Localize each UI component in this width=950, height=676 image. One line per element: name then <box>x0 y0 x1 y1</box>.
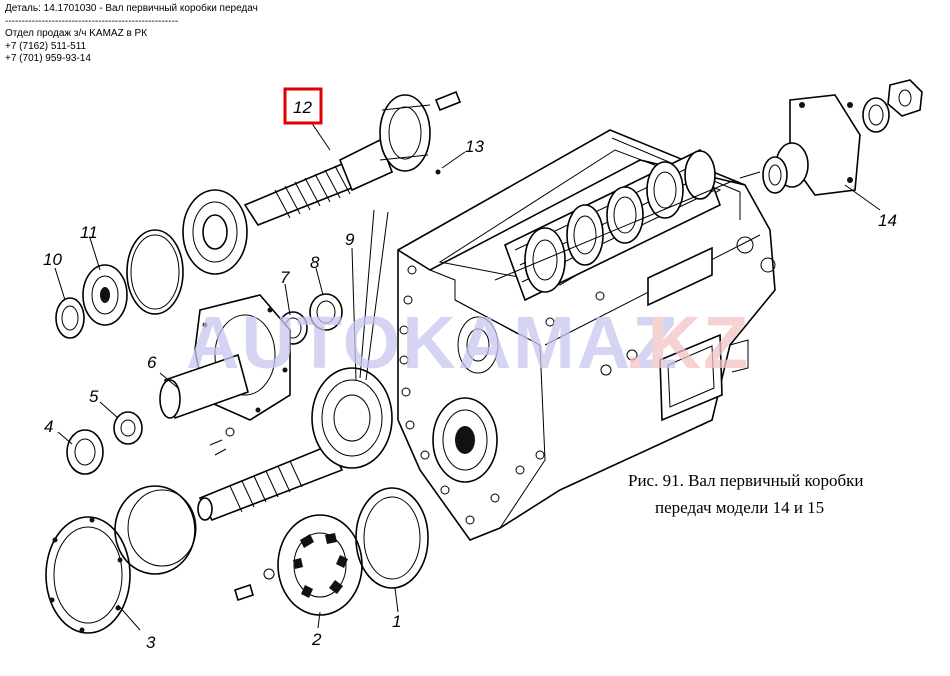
part-info-header: Деталь: 14.1701030 - Вал первичный короб… <box>5 3 258 66</box>
part-title: Деталь: 14.1701030 - Вал первичный короб… <box>5 3 258 14</box>
site-watermark: AUTOKAMAZ .KZ <box>186 301 750 384</box>
part-1-gasket <box>355 487 429 589</box>
gearbox-housing <box>397 129 776 541</box>
label-14[interactable]: 14 <box>878 211 897 230</box>
label-1[interactable]: 1 <box>392 612 401 631</box>
watermark-part1: AUTOKAMAZ <box>186 301 679 384</box>
leader-lines <box>54 121 881 631</box>
part-11-bearing <box>82 264 128 326</box>
label-5[interactable]: 5 <box>89 387 99 406</box>
label-6[interactable]: 6 <box>147 353 157 372</box>
internal-gears <box>494 148 761 302</box>
label-2[interactable]: 2 <box>311 630 322 649</box>
label-11[interactable]: 11 <box>80 223 98 242</box>
large-ring <box>114 485 197 575</box>
part-3-gasket <box>45 516 131 634</box>
upper-bearing <box>182 189 248 275</box>
part-12-primary-shaft <box>243 90 462 226</box>
label-13[interactable]: 13 <box>465 137 484 156</box>
label-8[interactable]: 8 <box>310 253 320 272</box>
phone-1: +7 (7162) 511-511 <box>5 40 87 52</box>
label-12[interactable]: 12 <box>293 98 312 117</box>
part-2-oil-cup <box>234 514 363 616</box>
sales-department: Отдел продаж з/ч KAMAZ в РК <box>5 28 148 39</box>
part-9-input-shaft <box>197 367 393 521</box>
figure-caption-line-2: передач модели 14 и 15 <box>655 498 824 517</box>
part-4-bearing <box>66 429 104 475</box>
part-14-output-flange <box>762 79 923 196</box>
part-5-bearing <box>113 411 143 445</box>
label-9[interactable]: 9 <box>345 230 355 249</box>
figure-caption-line-1: Рис. 91. Вал первичный коробки <box>628 471 863 490</box>
label-10[interactable]: 10 <box>43 250 62 269</box>
snap-ring <box>126 229 184 315</box>
header-separator: ----------------------------------------… <box>5 15 179 27</box>
label-3[interactable]: 3 <box>146 633 156 652</box>
label-4[interactable]: 4 <box>44 417 53 436</box>
watermark-part2: .KZ <box>625 301 750 384</box>
part-8-seal <box>309 293 343 331</box>
phone-2: +7 (701) 959-93-14 <box>5 53 91 64</box>
label-7[interactable]: 7 <box>280 268 290 287</box>
part-10-nut <box>55 297 85 339</box>
part-6-bearing-cover <box>159 294 291 421</box>
highlight-box-12[interactable] <box>283 87 323 125</box>
